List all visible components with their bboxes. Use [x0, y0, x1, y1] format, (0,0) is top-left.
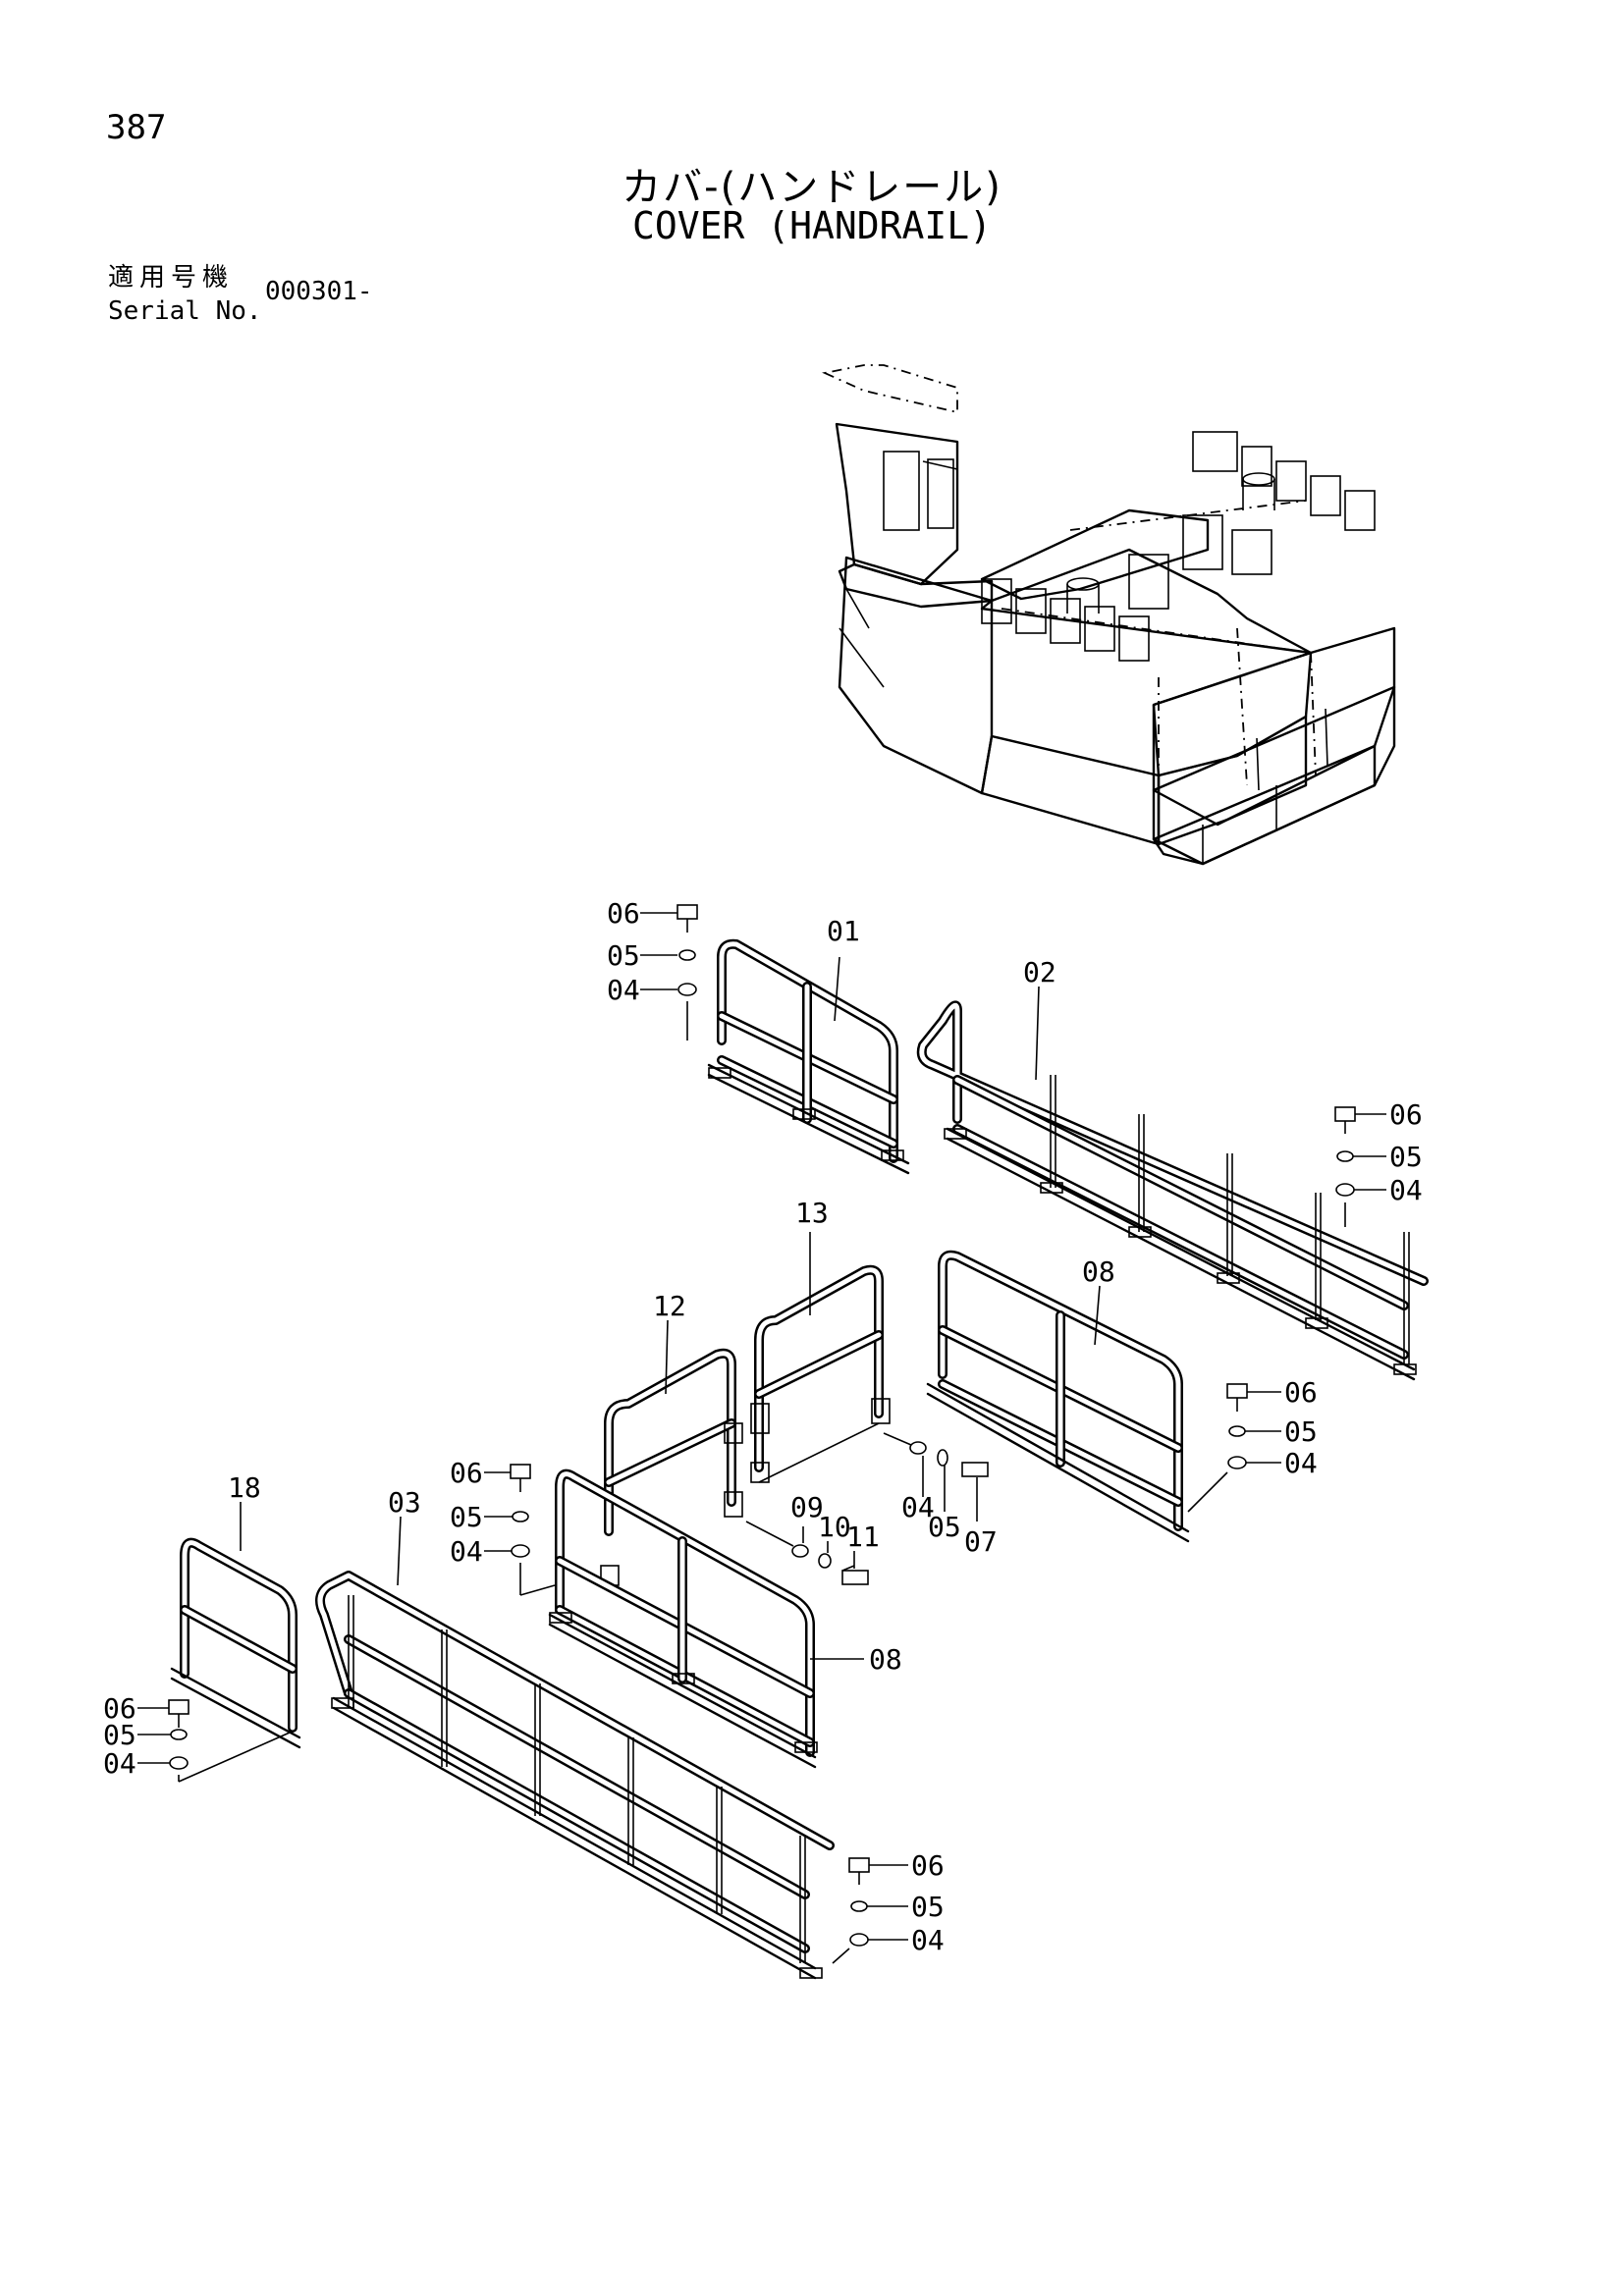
- handrail-part-13: [750, 1264, 891, 1483]
- callout-set-e-05: 05: [103, 1719, 136, 1751]
- callout-set-a-06: 06: [607, 897, 640, 930]
- callout-02: 02: [1023, 956, 1056, 988]
- page-number: 387: [106, 108, 167, 147]
- callout-set-a-04: 04: [607, 974, 640, 1006]
- callout-04-mid: 04: [901, 1491, 935, 1523]
- fastener-set-c: 06 05 04: [1187, 1376, 1318, 1513]
- callout-set-d-04: 04: [450, 1535, 483, 1568]
- handrail-part-12: [600, 1348, 743, 1586]
- handrail-part-18: [170, 1537, 301, 1749]
- serial-label-japanese: 適用号機: [108, 263, 235, 293]
- callout-08-left: 08: [869, 1643, 902, 1676]
- callout-set-a-05: 05: [607, 939, 640, 972]
- callout-set-b-04: 04: [1389, 1174, 1423, 1206]
- callout-set-c-04: 04: [1284, 1447, 1318, 1479]
- callout-11: 11: [846, 1521, 880, 1553]
- callout-set-c-06: 06: [1284, 1376, 1318, 1409]
- fastener-set-e: 06 05 04: [103, 1692, 291, 1783]
- handrail-part-01: [707, 938, 910, 1175]
- hardware-mid: [745, 1432, 989, 1585]
- callout-set-f-06: 06: [911, 1849, 945, 1882]
- fastener-set-d: 06 05 04: [450, 1457, 556, 1596]
- callout-12: 12: [653, 1290, 686, 1322]
- title-japanese: カバ-(ハンドレール): [622, 165, 1002, 210]
- machine-overview-illustration: [822, 364, 1396, 866]
- callout-07: 07: [964, 1525, 998, 1558]
- serial-label-english: Serial No.: [108, 296, 262, 326]
- callout-10: 10: [818, 1511, 851, 1543]
- callout-set-b-05: 05: [1389, 1141, 1423, 1173]
- handrail-part-08-right: [926, 1250, 1190, 1543]
- callout-set-d-06: 06: [450, 1457, 483, 1489]
- fastener-set-b: 06 05 04: [1334, 1098, 1423, 1227]
- fastener-set-f: 06 05 04: [832, 1849, 945, 1964]
- callout-01: 01: [827, 915, 860, 947]
- callout-set-b-06: 06: [1389, 1098, 1423, 1131]
- callout-13: 13: [795, 1197, 829, 1229]
- callout-08-right: 08: [1082, 1255, 1115, 1288]
- callout-05-mid: 05: [928, 1511, 961, 1543]
- title-english: COVER (HANDRAIL): [631, 204, 993, 247]
- callout-set-e-04: 04: [103, 1747, 136, 1780]
- callout-set-e-06: 06: [103, 1692, 136, 1725]
- handrail-part-03: [315, 1571, 835, 1980]
- callout-set-c-05: 05: [1284, 1415, 1318, 1448]
- handrail-part-08-left: [548, 1468, 818, 1769]
- callout-set-d-05: 05: [450, 1501, 483, 1533]
- callout-set-f-05: 05: [911, 1891, 945, 1923]
- serial-number-value: 000301-: [265, 277, 373, 306]
- callout-set-f-04: 04: [911, 1924, 945, 1956]
- callout-03: 03: [388, 1486, 421, 1519]
- handrail-part-02: [916, 1000, 1429, 1381]
- fastener-set-a: 06 05 04: [607, 897, 698, 1041]
- callout-09: 09: [790, 1491, 824, 1523]
- callout-18: 18: [228, 1471, 261, 1504]
